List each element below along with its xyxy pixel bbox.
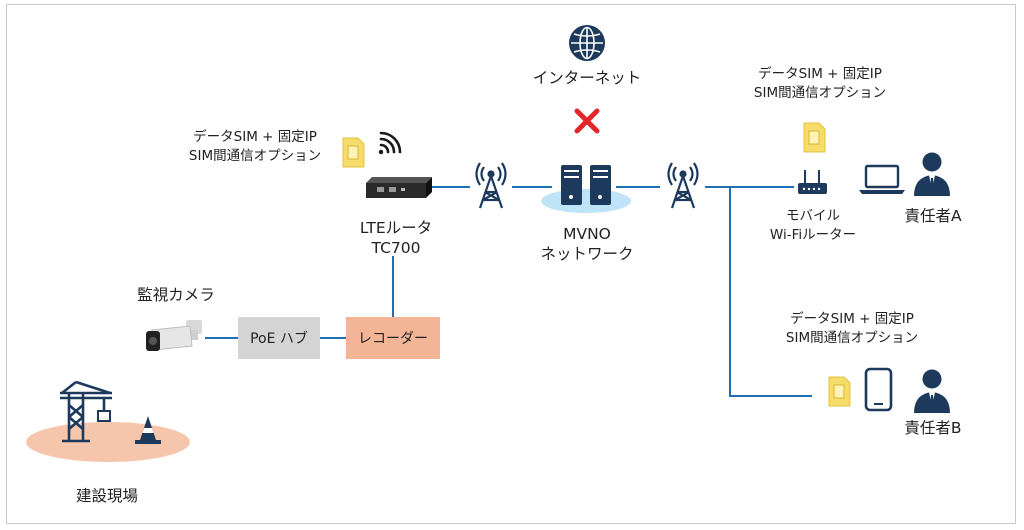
sim-card-icon-a [803, 122, 826, 153]
mobile-router-icon [798, 170, 827, 194]
crane-icon [60, 380, 112, 443]
camera-label: 監視カメラ [137, 286, 215, 304]
sim-card-icon-top [342, 137, 365, 168]
server-icon [561, 165, 611, 205]
person-a-label: 責任者A [904, 207, 962, 225]
lte-router-label-line2: TC700 [371, 239, 421, 257]
line-to-smartphone [729, 187, 812, 397]
internet-label: インターネット [532, 69, 642, 87]
camera-icon [146, 320, 202, 351]
diagram-frame [6, 4, 1016, 524]
sim-option-a-line1: データSIM + 固定IP [758, 66, 882, 82]
sim-option-b-line2: SIM間通信オプション [785, 330, 919, 346]
traffic-cone-icon [135, 416, 161, 444]
sim-option-top-line2: SIM間通信オプション [188, 148, 322, 164]
tower-icon-left [475, 162, 507, 209]
red-x-icon [574, 108, 600, 134]
recorder-label: レコーダー [358, 331, 428, 347]
sim-option-top-line1: データSIM + 固定IP [193, 129, 317, 145]
lte-router-label-line1: LTEルータ [359, 219, 433, 237]
sim-option-b-line1: データSIM + 固定IP [790, 311, 914, 327]
person-icon-b [914, 369, 950, 413]
globe-icon [569, 25, 605, 61]
person-icon-a [914, 152, 950, 196]
smartphone-icon [864, 367, 893, 412]
recorder-box: レコーダー [346, 317, 440, 359]
mvno-label-line2: ネットワーク [540, 245, 634, 263]
laptop-icon [859, 164, 905, 194]
mvno-cloud [541, 189, 631, 213]
poe-hub-box: PoE ハブ [238, 317, 320, 359]
poe-hub-label: PoE ハブ [250, 331, 308, 347]
site-label: 建設現場 [75, 487, 139, 505]
mvno-label-line1: MVNO [563, 225, 611, 243]
connection-lines [205, 186, 812, 397]
mobile-router-label-line2: Wi-Fiルーター [769, 227, 857, 243]
sim-card-icon-b [828, 376, 851, 407]
tower-icon-right [667, 162, 699, 209]
wifi-icon [378, 131, 402, 155]
lte-router-icon [366, 177, 432, 198]
mobile-router-label-line1: モバイル [786, 208, 840, 224]
person-b-label: 責任者B [904, 419, 962, 437]
site-ellipse [26, 422, 190, 462]
sim-option-a-line2: SIM間通信オプション [753, 85, 887, 101]
